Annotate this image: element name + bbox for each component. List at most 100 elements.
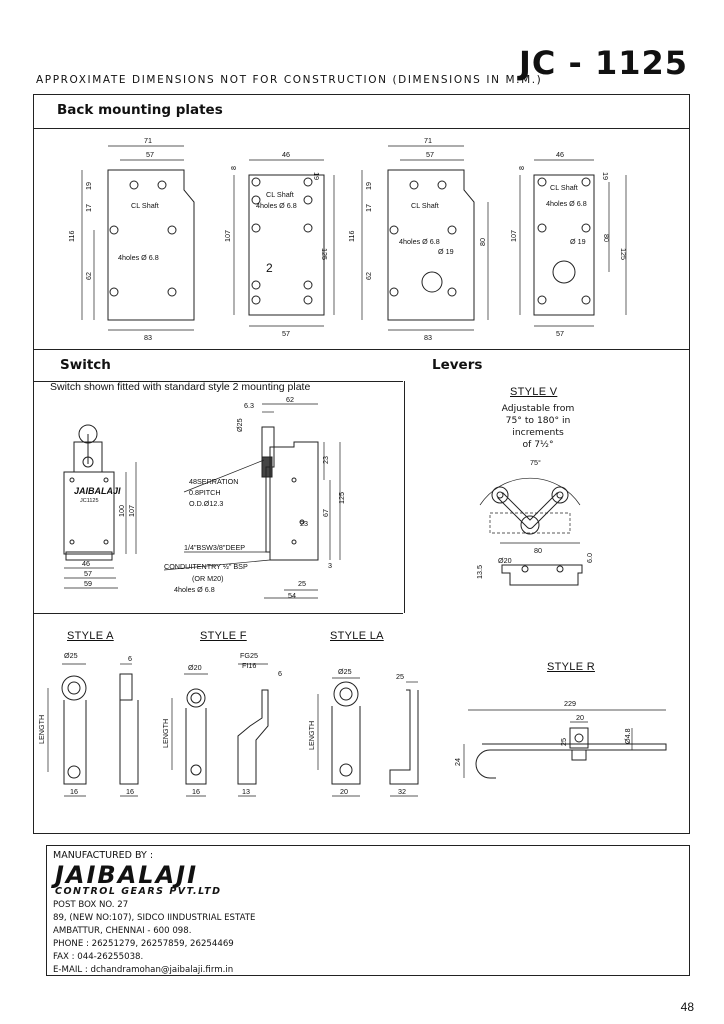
switch-note-pitch: 0.8PITCH — [189, 488, 221, 497]
manufactured-by-label: MANUFACTURED BY : — [53, 850, 154, 861]
style-r-dim-25: 25 — [559, 738, 568, 746]
plate-1-holes — [109, 180, 177, 297]
switch-dimension-lines — [64, 403, 341, 599]
style-r-dim-229: 229 — [564, 699, 576, 708]
switch-dim-100: 100 — [117, 505, 126, 517]
style-a-length: LENGTH — [37, 715, 46, 744]
switch-note-m20: (OR M20) — [192, 574, 224, 583]
company-logo-subtitle: CONTROL GEARS PVT.LTD — [55, 886, 222, 897]
switch-dim-67: 67 — [321, 509, 330, 517]
plate-2-dim-107: 107 — [223, 230, 232, 242]
plate-1-dim-116: 116 — [67, 231, 76, 242]
style-la-dim-20: 20 — [340, 787, 348, 796]
style-v-dim-d20: Ø20 — [498, 556, 512, 565]
levers-drawing: Ø25 6 LENGTH 16 16 Ø20 FG25 FI16 6 LENGT… — [37, 651, 667, 797]
switch-note-bsw: 1/4"BSW3/8"DEEP — [184, 543, 245, 552]
switch-dim-46: 46 — [82, 559, 90, 568]
plate-4-dim-46: 46 — [556, 150, 564, 159]
company-logo: JAIBALAJI — [55, 861, 199, 889]
divider-switch-caption — [34, 381, 403, 382]
page-number: 48 — [680, 1000, 694, 1014]
switch-dim-125: 125 — [337, 492, 346, 504]
switch-dim-57: 57 — [84, 569, 92, 578]
style-f-dim-6: 6 — [278, 669, 282, 678]
plate-2-cl-shaft: CL Shaft — [266, 190, 294, 199]
switch-side-view — [261, 426, 319, 561]
switch-dim-25: 25 — [298, 579, 306, 588]
style-a-dim-d25: Ø25 — [64, 651, 78, 660]
section-title-switch: Switch — [60, 357, 111, 373]
switch-brand-label: JAIBALAJI — [74, 486, 121, 496]
style-f-lever — [185, 688, 269, 785]
style-la-lever — [331, 681, 419, 785]
plate-3-bore: Ø 19 — [438, 247, 454, 256]
switch-dim-59: 59 — [84, 579, 92, 588]
plate-4-holes — [537, 177, 591, 305]
style-v-angle: 75° — [530, 458, 541, 467]
plate-3-dim-83: 83 — [424, 333, 432, 342]
plate-3-cl-shaft: CL Shaft — [411, 201, 439, 210]
plate-4-dim-57: 57 — [556, 329, 564, 338]
plate-4-bore: Ø 19 — [570, 237, 586, 246]
plate-2-dim-46: 46 — [282, 150, 290, 159]
switch-note-serration: 48SERRATION — [189, 477, 238, 486]
switch-dim-107: 107 — [127, 505, 136, 517]
style-v-dim-13-5: 13.5 — [475, 565, 484, 579]
plate-3-dim-57: 57 — [426, 150, 434, 159]
switch-note-od: O.D.Ø12.3 — [189, 499, 223, 508]
manufacturer-box: MANUFACTURED BY : JAIBALAJI CONTROL GEAR… — [46, 845, 690, 976]
plate-4-dim-80: 80 — [602, 234, 611, 242]
style-r-label: STYLE R — [547, 661, 595, 673]
plate-1-outline — [107, 169, 195, 321]
switch-dim-23a: 23 — [321, 456, 330, 464]
drawing-frame — [33, 94, 690, 834]
style-r-dim-d4-8: Ø4.8 — [623, 728, 632, 744]
plate-2-dim-19: 19 — [312, 172, 321, 180]
style-v-note-line-2: 75° to 180° in — [505, 415, 571, 426]
plate-3-dim-19: 19 — [364, 182, 373, 190]
plate-3-outline — [387, 169, 475, 321]
switch-front-view — [63, 424, 115, 561]
plate-4-dim-19: 19 — [601, 172, 610, 180]
switch-drawing: JAIBALAJI JC1125 46 57 59 100 107 6.3 62… — [63, 395, 346, 600]
style-v-dim-6-0: 6.0 — [585, 553, 594, 563]
style-v-note-line-1: Adjustable from — [501, 403, 575, 414]
style-f-length: LENGTH — [161, 719, 170, 748]
plate-1-dim-71: 71 — [144, 136, 152, 145]
plate-1-dim-57: 57 — [146, 150, 154, 159]
style-v-dim-80: 80 — [534, 546, 542, 555]
plate-3-dim-80: 80 — [478, 238, 487, 246]
divider-plates — [34, 128, 689, 129]
plate-1-holes-note: 4holes Ø 6.8 — [118, 253, 159, 262]
style-a-lever — [61, 673, 139, 785]
dimensions-note: APPROXIMATE DIMENSIONS NOT FOR CONSTRUCT… — [36, 74, 543, 86]
plate-1-cl-shaft: CL Shaft — [131, 201, 159, 210]
address-block: POST BOX NO. 27 89, (NEW NO:107), SIDCO … — [53, 899, 255, 977]
plate-1-dim-83: 83 — [144, 333, 152, 342]
plate-3-dim-71: 71 — [424, 136, 432, 145]
switch-dim-54: 54 — [288, 591, 296, 600]
plate-1-dim-19: 19 — [84, 182, 93, 190]
switch-model-label: JC1125 — [80, 498, 99, 504]
switch-note-conduit: CONDUITENTRY ½" BSP — [164, 562, 248, 571]
switch-dim-23b: 23 — [300, 519, 308, 528]
plate-4-cl-shaft: CL Shaft — [550, 183, 578, 192]
style-v-note: Adjustable from 75° to 180° in increment… — [478, 403, 598, 451]
switch-caption: Switch shown fitted with standard style … — [50, 381, 311, 393]
style-la-dim-32: 32 — [398, 787, 406, 796]
style-v-note-line-4: of 7½° — [522, 439, 554, 450]
plate-4-dim-8: 8 — [517, 166, 526, 170]
fax-line: FAX : 044-26255038. — [53, 952, 144, 962]
switch-note-holes: 4holes Ø 6.8 — [174, 585, 215, 594]
style-a-dim-16a: 16 — [70, 787, 78, 796]
email-line: E-MAIL : dchandramohan@jaibalaji.firm.in — [53, 965, 234, 975]
plate-2-dim-57: 57 — [282, 329, 290, 338]
plate-2-holes-note: 4holes Ø 6.8 — [256, 201, 297, 210]
divider-switch-bottom — [34, 613, 403, 614]
plate-4-dim-107: 107 — [509, 230, 518, 242]
style-f-label: STYLE F — [200, 630, 247, 642]
plate-4-outline — [533, 174, 595, 316]
plate-2-number: 2 — [266, 261, 273, 275]
phone-line: PHONE : 26251279, 26257859, 26254469 — [53, 939, 234, 949]
style-f-dim-d20: Ø20 — [188, 663, 202, 672]
